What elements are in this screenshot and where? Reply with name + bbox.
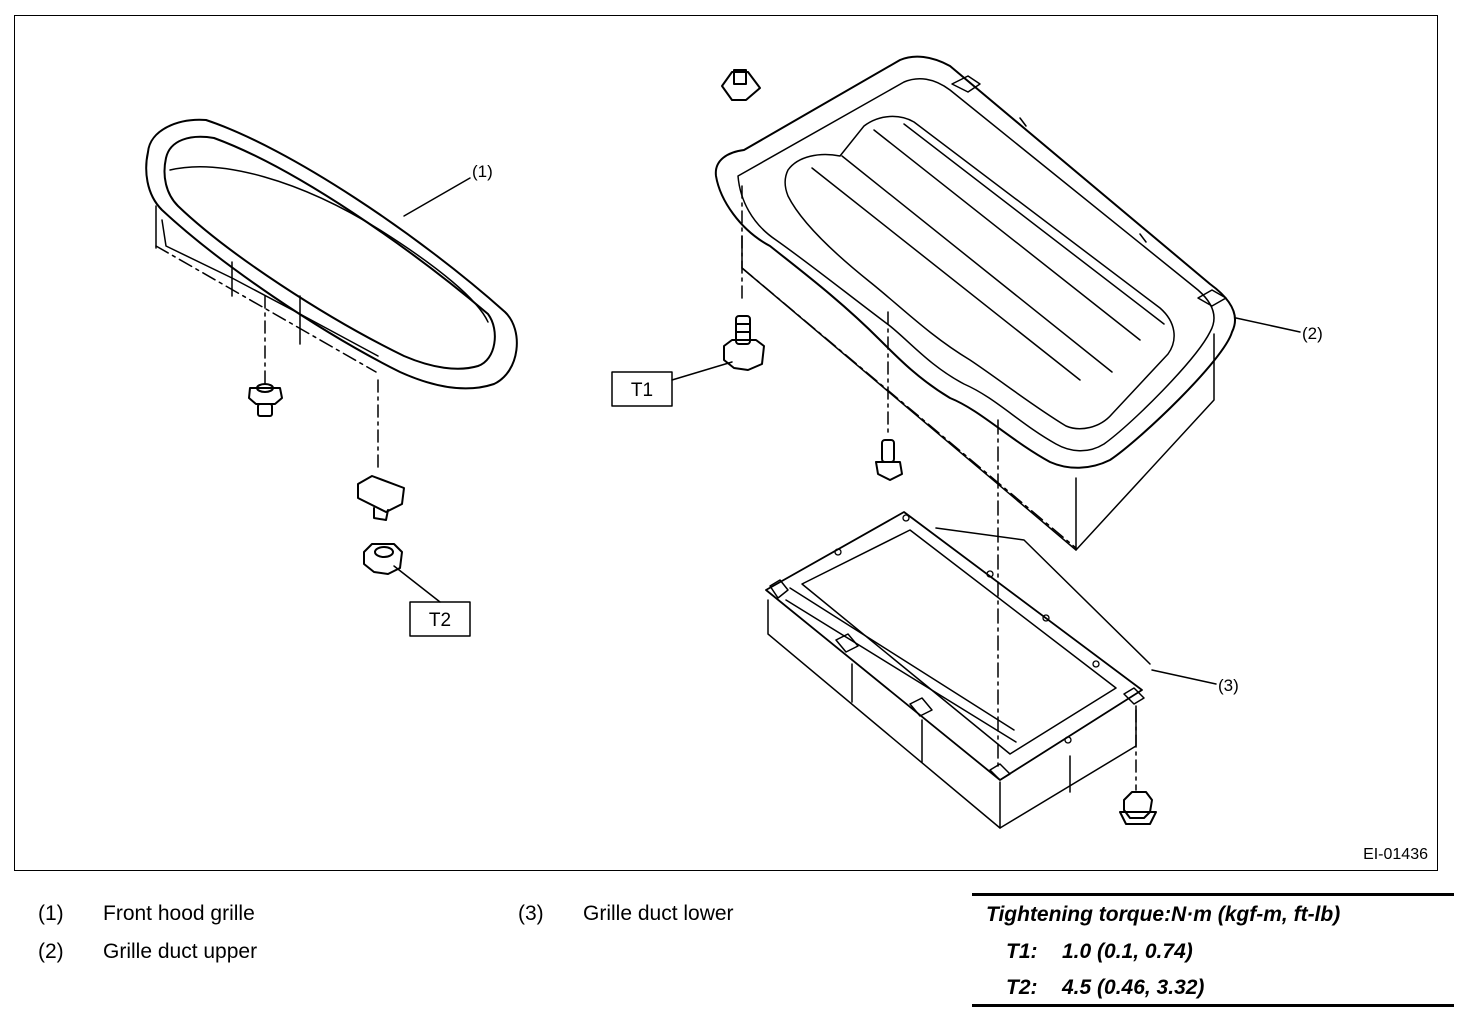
t2-box: [409, 601, 471, 637]
legend-item: (3) Grille duct lower: [518, 895, 734, 933]
grille-screw-icon: [248, 383, 283, 417]
grille-clip-icon: [357, 475, 405, 521]
legend-label: Grille duct lower: [583, 902, 734, 925]
callout-3-label: (3): [1218, 676, 1239, 695]
torque-row: T1: 1.0 (0.1, 0.74): [1006, 940, 1193, 964]
torque-value: 4.5 (0.46, 3.32): [1062, 976, 1205, 999]
legend-column-1: (1) Front hood grille (2) Grille duct up…: [38, 895, 257, 971]
grille-duct-upper: [714, 55, 1237, 771]
t1-box: [611, 371, 673, 407]
front-hood-grille: [145, 118, 518, 471]
duct-clip-icon: [721, 69, 761, 101]
figure-frame: [14, 15, 1438, 871]
torque-code: T2:: [1006, 976, 1038, 999]
legend-label: Front hood grille: [103, 902, 255, 925]
legend-number: (3): [518, 902, 544, 925]
torque-value: 1.0 (0.1, 0.74): [1062, 940, 1193, 963]
callout-1-label: (1): [472, 162, 493, 181]
torque-title: Tightening torque:N·m (kgf-m, ft-lb): [986, 903, 1341, 926]
legend-item: (1) Front hood grille: [38, 895, 257, 933]
torque-code: T1:: [1006, 940, 1038, 963]
legend-column-2: (3) Grille duct lower: [518, 895, 734, 933]
legend-item: (2) Grille duct upper: [38, 933, 257, 971]
torque-row: T2: 4.5 (0.46, 3.32): [1006, 976, 1204, 1000]
duct-screw-icon: [875, 439, 903, 481]
exploded-parts-diagram: (1) T2: [145, 55, 1323, 829]
grille-duct-lower: [765, 511, 1151, 829]
legend-number: (1): [38, 902, 64, 925]
grille-nut-icon: [363, 543, 441, 603]
figure-id: EI-01436: [1363, 846, 1428, 863]
callout-2-label: (2): [1302, 324, 1323, 343]
t1-box-label: T1: [631, 380, 653, 401]
t2-box-label: T2: [429, 610, 451, 631]
legend-label: Grille duct upper: [103, 940, 258, 963]
legend-number: (2): [38, 940, 64, 963]
torque-table: Tightening torque:N·m (kgf-m, ft-lb) T1:…: [972, 893, 1454, 1007]
duct-push-clip-icon: [1119, 791, 1157, 825]
